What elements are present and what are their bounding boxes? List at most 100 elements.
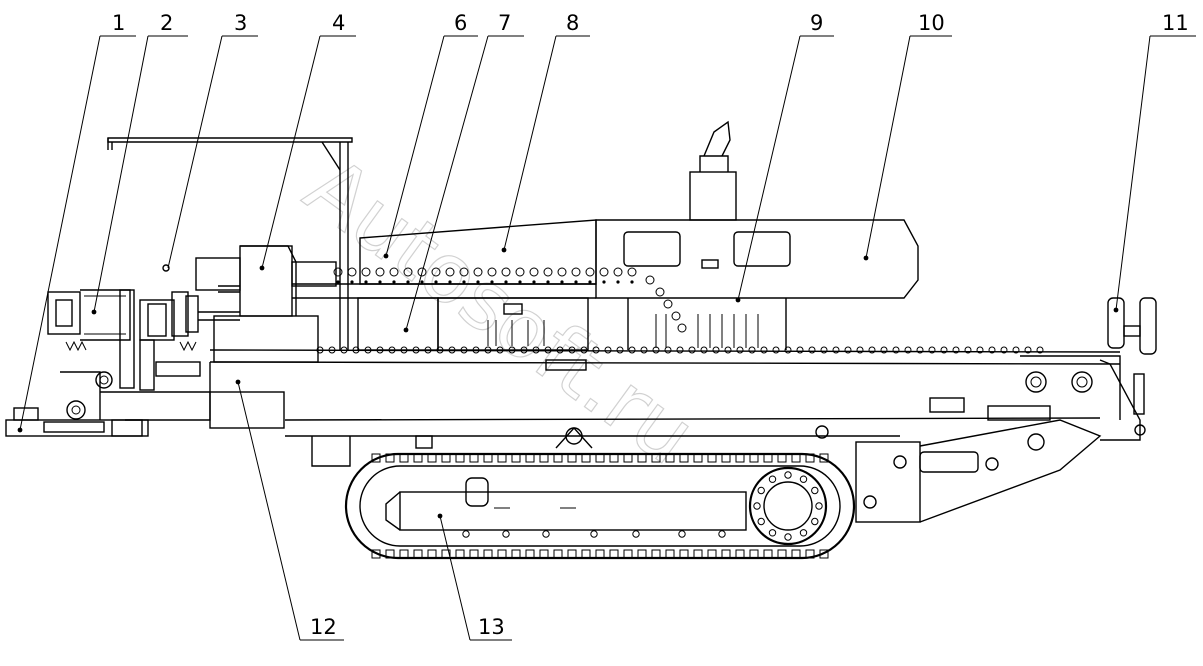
- chain-link: [568, 346, 576, 354]
- chain-link: [496, 346, 504, 354]
- chain-link: [627, 267, 637, 277]
- chain-pin: [420, 280, 424, 284]
- track-link: [679, 453, 689, 463]
- track-link: [385, 453, 395, 463]
- chain-link: [532, 346, 540, 354]
- cable-drag-chain: [316, 267, 1044, 354]
- chain-pin: [504, 280, 508, 284]
- chain-link: [585, 267, 595, 277]
- chain-pin: [490, 280, 494, 284]
- chain-pin: [602, 280, 606, 284]
- track-link: [525, 453, 535, 463]
- track-link: [623, 453, 633, 463]
- chain-link: [868, 346, 876, 354]
- chain-link: [436, 346, 444, 354]
- chain-link: [400, 346, 408, 354]
- sprocket-tooth: [753, 502, 761, 510]
- chain-link: [700, 346, 708, 354]
- chain-link: [459, 267, 469, 277]
- chain-link: [333, 267, 343, 277]
- track-link: [805, 453, 815, 463]
- track-link: [413, 453, 423, 463]
- chain-link: [688, 346, 696, 354]
- chain-link: [677, 323, 687, 333]
- callout-label-2: 2: [160, 11, 173, 35]
- frame-bolt: [462, 530, 470, 538]
- chain-pin: [532, 280, 536, 284]
- track-link: [455, 549, 465, 559]
- sprocket-tooth: [811, 486, 819, 495]
- callout-leaders: [19, 35, 1196, 641]
- track-link: [553, 549, 563, 559]
- track-link: [791, 549, 801, 559]
- chain-link: [520, 346, 528, 354]
- callout-label-12: 12: [310, 615, 337, 639]
- chain-link: [928, 346, 936, 354]
- chain-link: [403, 267, 413, 277]
- sprocket-tooth: [784, 471, 792, 479]
- callout-labels: 1 2 3 4 6 7 8 9 10 11 12 13: [112, 11, 1189, 639]
- track-link: [399, 453, 409, 463]
- track-link: [567, 453, 577, 463]
- chain-link: [671, 311, 681, 321]
- track-link: [707, 453, 717, 463]
- chain-link: [604, 346, 612, 354]
- chain-link: [580, 346, 588, 354]
- sprocket-tooth: [799, 529, 808, 537]
- track-link: [623, 549, 633, 559]
- chain-link: [663, 299, 673, 309]
- chain-link: [501, 267, 511, 277]
- track-link: [651, 453, 661, 463]
- chain-link: [940, 346, 948, 354]
- chain-link: [543, 267, 553, 277]
- chain-pin: [518, 280, 522, 284]
- chain-link: [796, 346, 804, 354]
- chain-link: [664, 346, 672, 354]
- chain-link: [417, 267, 427, 277]
- sprocket-tooth: [799, 475, 808, 483]
- track-link: [819, 549, 829, 559]
- chain-link: [364, 346, 372, 354]
- chain-link: [389, 267, 399, 277]
- track-link: [469, 549, 479, 559]
- chain-link: [557, 267, 567, 277]
- track-link: [497, 453, 507, 463]
- track-link: [441, 453, 451, 463]
- chain-link: [724, 346, 732, 354]
- chain-link: [431, 267, 441, 277]
- chain-link: [388, 346, 396, 354]
- sprocket-tooth: [768, 529, 777, 537]
- track-link: [511, 549, 521, 559]
- track-link: [651, 549, 661, 559]
- chain-pin: [378, 280, 382, 284]
- chain-link: [844, 346, 852, 354]
- track-link: [693, 549, 703, 559]
- chain-link: [613, 267, 623, 277]
- chain-link: [616, 346, 624, 354]
- base-pads: [5, 407, 149, 437]
- callout-label-7: 7: [498, 11, 511, 35]
- sprocket-tooth: [784, 533, 792, 541]
- chain-link: [628, 346, 636, 354]
- chain-link: [652, 346, 660, 354]
- chain-link: [508, 346, 516, 354]
- frame-bolt: [502, 530, 510, 538]
- track-link: [525, 549, 535, 559]
- track-link: [637, 549, 647, 559]
- chain-link: [1024, 346, 1032, 354]
- chain-link: [460, 346, 468, 354]
- callout-label-10: 10: [918, 11, 945, 35]
- chain-link: [736, 346, 744, 354]
- chain-link: [964, 346, 972, 354]
- chain-link: [316, 346, 324, 354]
- chain-pin: [350, 280, 354, 284]
- chain-link: [556, 346, 564, 354]
- track-link: [497, 549, 507, 559]
- track-link: [791, 453, 801, 463]
- chain-link: [352, 346, 360, 354]
- frame-bolt: [632, 530, 640, 538]
- callout-label-11: 11: [1162, 11, 1189, 35]
- track-link: [777, 453, 787, 463]
- chain-link: [820, 346, 828, 354]
- track-link: [385, 549, 395, 559]
